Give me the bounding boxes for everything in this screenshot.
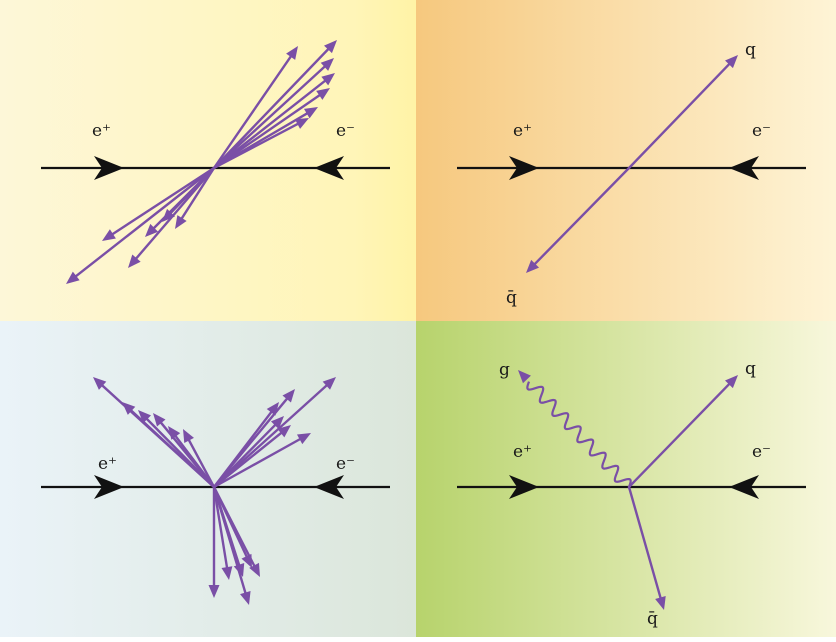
beam-arrow-right	[94, 475, 124, 499]
electron-label: e⁻	[752, 121, 771, 141]
jet-track	[212, 485, 248, 598]
jet-track-arrowhead	[277, 425, 291, 438]
quark-label: q	[745, 40, 756, 60]
jet-track	[212, 381, 331, 489]
jet-track-arrowhead	[208, 585, 220, 598]
jet-track-arrowhead	[128, 254, 141, 268]
jet-track	[212, 485, 250, 562]
beam-arrow-right	[509, 156, 539, 180]
jet-track-arrowhead	[145, 223, 159, 237]
jet-track-arrowhead	[321, 73, 335, 86]
jet-track	[212, 436, 305, 489]
jet-track-arrowhead	[294, 118, 309, 129]
positron-label: e⁺	[92, 121, 111, 141]
jet-track	[71, 166, 216, 280]
electron-label: e⁻	[336, 121, 355, 141]
jet-track-arrowhead	[241, 553, 252, 568]
jet-track-arrowhead	[316, 88, 330, 100]
jet-track-arrowhead	[304, 107, 318, 119]
beam-arrow-left	[314, 156, 344, 180]
electron-label: e⁻	[336, 454, 355, 474]
quark-track	[627, 60, 733, 170]
gluon-label: g	[499, 360, 510, 380]
quark-track	[627, 380, 733, 489]
jet-track-arrowhead	[66, 271, 80, 284]
jet-track-arrowhead	[175, 215, 187, 229]
jet-track	[186, 435, 216, 489]
jet-track-arrowhead	[183, 429, 194, 444]
jet-track-arrowhead	[282, 389, 295, 403]
jet-track-arrowhead	[153, 413, 166, 427]
beam-arrow-right	[94, 156, 124, 180]
quark-label: q	[745, 359, 756, 379]
jet-track-arrowhead	[122, 402, 136, 415]
jet-track	[212, 62, 329, 170]
antiquark-label: q̄	[506, 288, 517, 308]
jet-track	[143, 415, 216, 489]
jet-track	[167, 166, 216, 217]
jet-track-arrowhead	[324, 40, 337, 54]
jet-track-arrowhead	[93, 377, 107, 390]
positron-label: e⁺	[513, 121, 532, 141]
beam-arrow-left	[729, 475, 759, 499]
antiquark-track-arrowhead	[526, 259, 540, 273]
jet-track-arrowhead	[322, 377, 336, 390]
jet-track	[172, 431, 216, 489]
quark-track-arrowhead	[724, 375, 738, 389]
jet-track-arrowhead	[240, 590, 251, 605]
jet-track	[212, 91, 324, 170]
beam-arrow-left	[729, 156, 759, 180]
jet-track-arrowhead	[168, 426, 181, 440]
jet-track-arrowhead	[138, 410, 152, 424]
diagram-drawing	[41, 40, 806, 610]
gluon-track-arrowhead	[518, 370, 531, 384]
jet-track	[212, 421, 279, 489]
jet-track	[212, 45, 332, 170]
beam-arrow-right	[509, 475, 539, 499]
jet-track-arrowhead	[221, 566, 233, 580]
electron-label: e⁻	[752, 442, 771, 462]
panel-background-quark-pair	[416, 0, 836, 321]
gluon-track	[526, 381, 632, 488]
antiquark-track	[627, 485, 663, 603]
jet-track-arrowhead	[249, 562, 260, 577]
jet-track	[212, 429, 286, 489]
positron-label: e⁺	[513, 442, 532, 462]
jet-track	[212, 407, 275, 489]
jet-track-arrowhead	[162, 208, 175, 222]
antiquark-label: q̄	[647, 609, 658, 629]
antiquark-track	[531, 166, 631, 268]
antiquark-track-arrowhead	[655, 595, 666, 610]
jet-track-arrowhead	[102, 229, 116, 241]
jet-track-arrowhead	[266, 402, 279, 416]
jet-track	[212, 120, 303, 170]
jet-track-arrowhead	[270, 416, 284, 430]
jet-track-arrowhead	[320, 58, 334, 71]
jet-track	[212, 77, 330, 170]
jet-track-arrowhead	[296, 433, 311, 445]
jet-track	[212, 485, 229, 573]
jet-track	[108, 166, 216, 238]
panel-background-two-jet	[0, 0, 416, 321]
jet-track	[212, 52, 295, 170]
positron-label: e⁺	[98, 454, 117, 474]
beam-arrow-left	[314, 475, 344, 499]
jet-track	[178, 166, 216, 223]
jet-track-arrowhead	[286, 46, 298, 60]
quark-track-arrowhead	[725, 55, 738, 69]
